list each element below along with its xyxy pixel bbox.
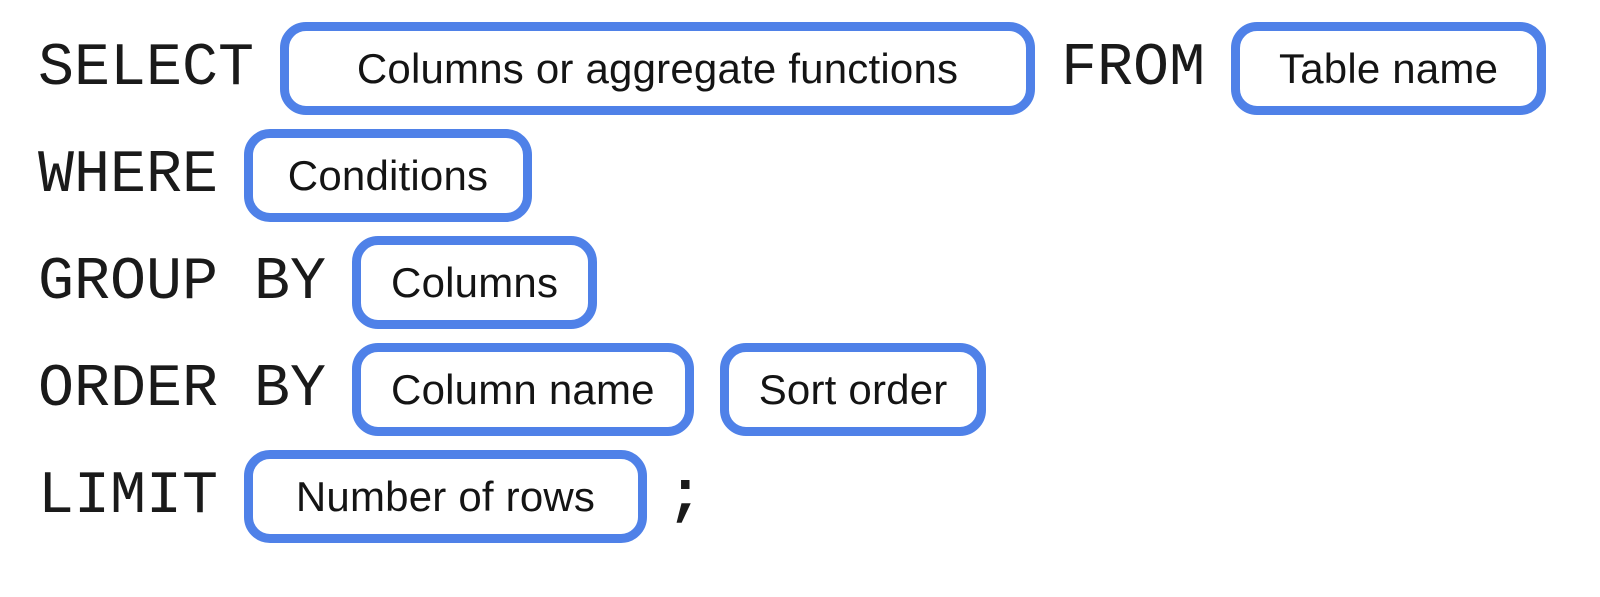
syntax-row-limit: LIMIT Number of rows;	[38, 443, 1600, 550]
syntax-row-select-from: SELECT Columns or aggregate functions FROM…	[38, 15, 1600, 122]
placeholder-box-columns-or-aggregate-functions: Columns or aggregate functions	[280, 22, 1036, 115]
syntax-row-where: WHERE Conditions	[38, 122, 1600, 229]
placeholder-box-conditions: Conditions	[244, 129, 533, 222]
syntax-row-order-by: ORDER BY Column name Sort order	[38, 336, 1600, 443]
sql-keyword-limit: LIMIT	[38, 462, 219, 531]
placeholder-box-column-name: Column name	[352, 343, 694, 436]
placeholder-box-columns: Columns	[352, 236, 598, 329]
sql-keyword-from: FROM	[1061, 34, 1206, 103]
sql-keyword-group-by: GROUP BY	[38, 248, 327, 317]
sql-keyword-where: WHERE	[38, 141, 219, 210]
sql-keyword-order-by: ORDER BY	[38, 355, 327, 424]
sql-keyword-select: SELECT	[38, 34, 255, 103]
placeholder-box-table-name: Table name	[1231, 22, 1547, 115]
syntax-row-group-by: GROUP BY Columns	[38, 229, 1600, 336]
placeholder-box-number-of-rows: Number of rows	[244, 450, 648, 543]
statement-terminator-semicolon: ;	[667, 462, 704, 531]
placeholder-box-sort-order: Sort order	[719, 343, 987, 436]
